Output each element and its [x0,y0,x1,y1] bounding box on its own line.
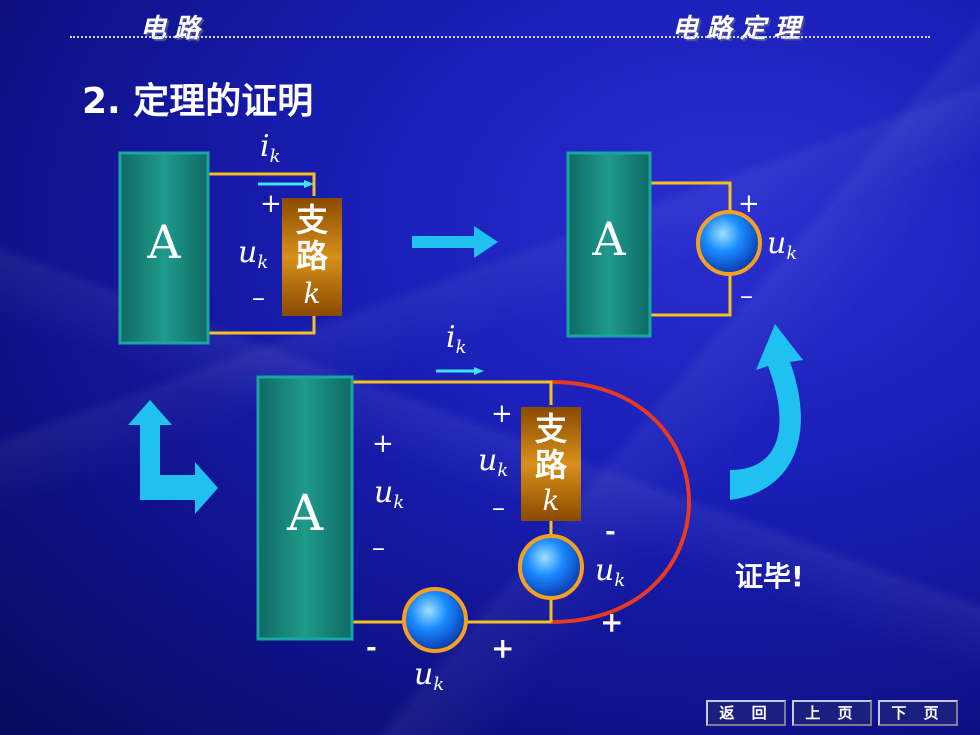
voltage-label: uk [374,475,404,513]
branch-text-2: 路 [296,237,329,275]
wire [351,380,553,405]
voltage-label: uk [414,657,444,695]
minus-sign: - [605,517,616,547]
minus-sign: - [366,633,377,663]
header-divider [70,36,930,38]
branch-text-1: 支 [296,201,328,239]
voltage-label: uk [595,553,625,591]
circuit-top-right: A + uk – [566,151,797,338]
current-label: ik [446,320,467,358]
branch-k [282,198,342,316]
plus-sign: + [738,189,760,219]
plus-sign: + [491,399,513,429]
minus-sign: – [252,283,265,313]
back-button[interactable]: 返 回 [706,700,786,726]
prev-page-button[interactable]: 上 页 [792,700,872,726]
voltage-label: uk [478,443,508,481]
voltage-label: uk [767,226,797,264]
plus-sign: + [491,632,514,665]
network-label: A [591,212,626,266]
proof-complete-text: 证毕! [735,560,804,593]
network-block [118,151,210,345]
branch-text-2: 路 [535,446,568,484]
plus-sign: + [260,189,282,219]
wire [649,274,732,317]
plus-sign: + [372,429,394,459]
minus-sign: – [492,493,505,523]
nav-bar: 返 回 上 页 下 页 [706,700,958,726]
minus-sign: – [372,533,385,563]
voltage-source-vertical [518,534,584,600]
network-label: A [146,215,181,269]
current-label: ik [260,129,281,167]
current-arrowhead [474,367,484,375]
transform-arrow [412,226,498,258]
branch-text-1: 支 [535,410,567,448]
voltage-label: uk [238,235,268,273]
branch-text-k: k [304,277,321,310]
plus-sign: + [600,606,623,639]
page-title: 2. 定理的证明 [82,81,314,122]
voltage-source [696,210,762,276]
left-l-arrow [128,400,218,514]
right-curved-arrow [730,324,803,500]
wire [207,316,316,335]
current-arrowhead [304,180,314,188]
network-block [566,151,652,338]
wire [649,181,732,212]
voltage-source-horizontal [402,587,468,653]
circuit-top-left: A 支 路 k ik + uk – [118,129,342,345]
wire [207,172,316,196]
network-block [256,375,354,641]
circuit-bottom: A + uk – ik 支 路 k + uk – - uk + - + uk [256,320,691,695]
red-wire [550,380,691,624]
header-right: 电路定理 [672,14,809,44]
next-page-button[interactable]: 下 页 [878,700,958,726]
branch-k [521,407,581,521]
header-left: 电路 [140,14,209,44]
branch-text-k: k [543,484,560,517]
minus-sign: – [740,281,753,311]
network-label: A [286,484,324,542]
